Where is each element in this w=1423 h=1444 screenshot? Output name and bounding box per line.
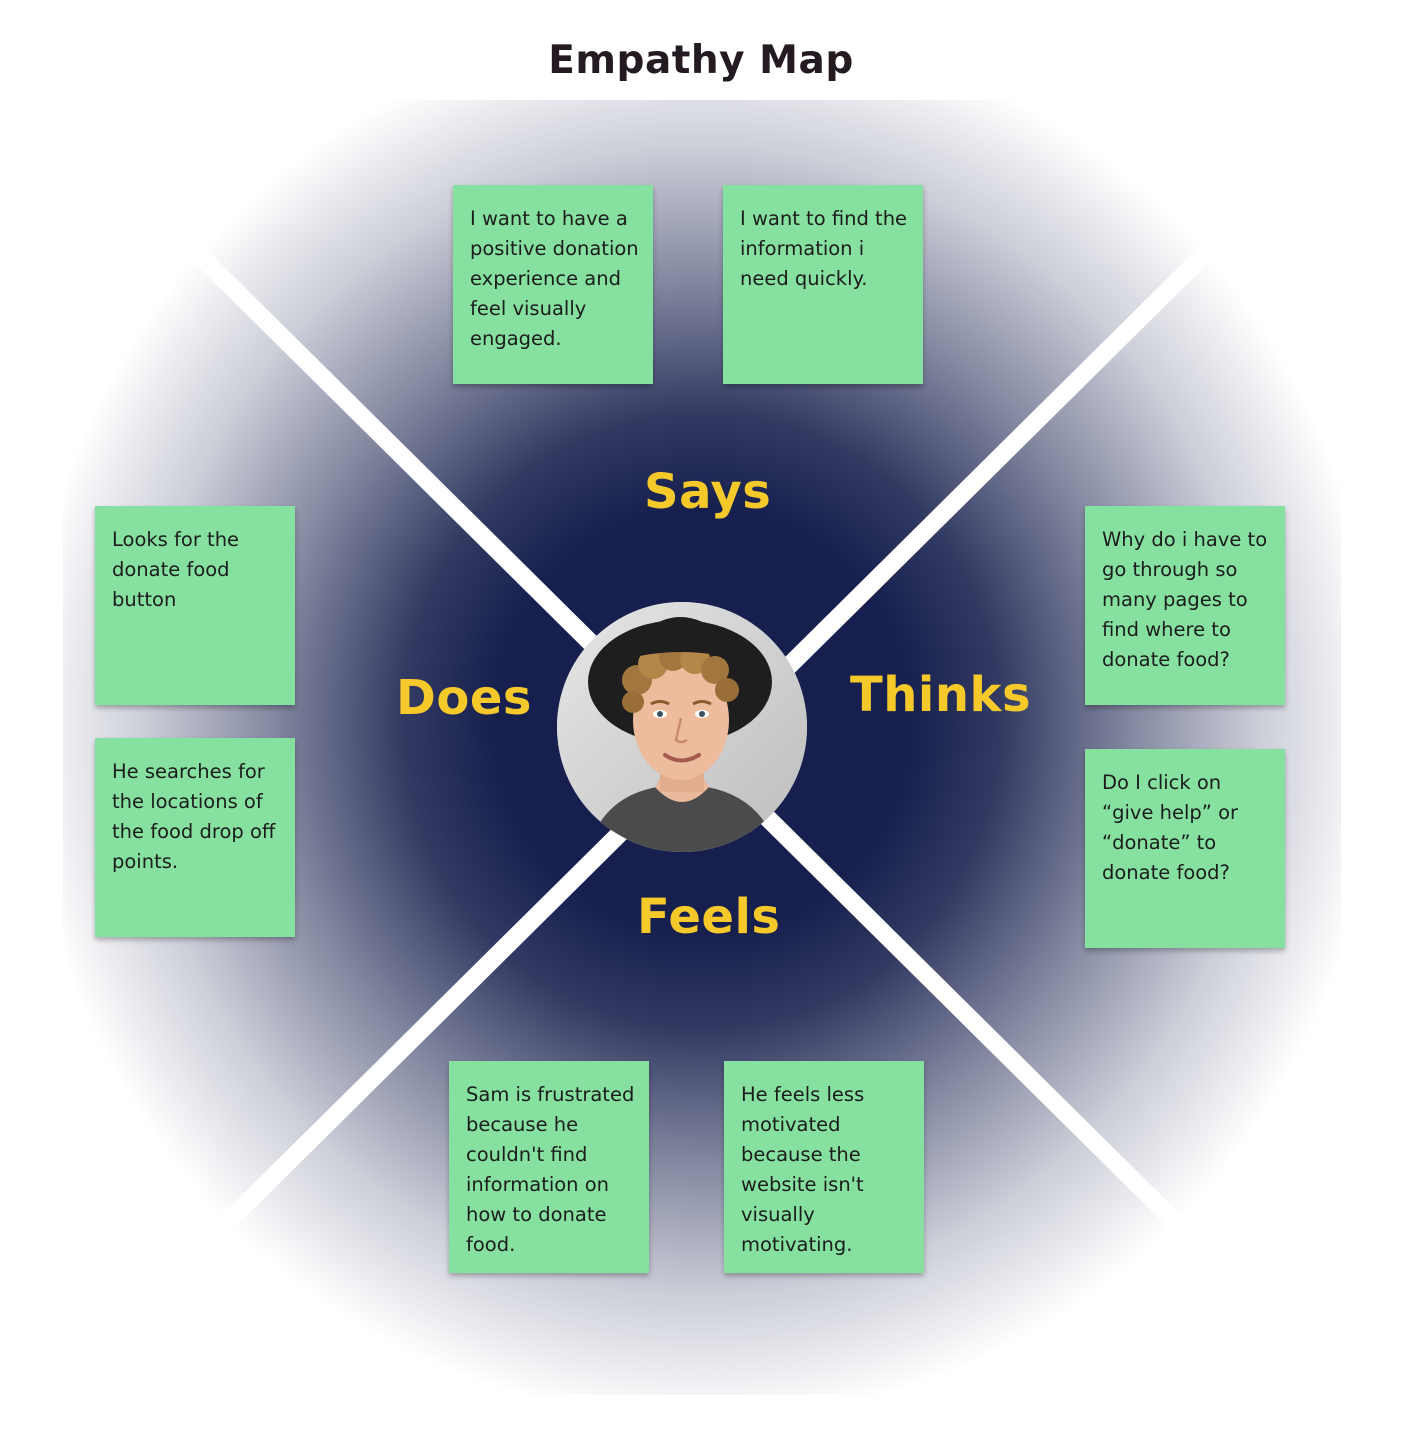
- persona-photo: [557, 602, 807, 852]
- says-label: Says: [644, 464, 772, 520]
- thinks-label: Thinks: [850, 667, 1032, 723]
- feels-note-1: Sam is frustrated because he couldn't fi…: [449, 1061, 649, 1273]
- thinks-note-2: Do I click on “give help” or “donate” to…: [1085, 749, 1285, 948]
- does-note-1: Looks for the donate food button: [95, 506, 295, 705]
- does-label: Does: [396, 670, 532, 726]
- feels-label: Feels: [637, 889, 781, 945]
- thinks-note-1: Why do i have to go through so many page…: [1085, 506, 1285, 705]
- feels-note-2: He feels less motivated because the webs…: [724, 1061, 924, 1273]
- does-note-2: He searches for the locations of the foo…: [95, 738, 295, 937]
- says-note-2: I want to find the information i need qu…: [723, 185, 923, 384]
- persona-avatar: [557, 602, 807, 852]
- says-note-1: I want to have a positive donation exper…: [453, 185, 653, 384]
- page-title: Empathy Map: [548, 38, 854, 83]
